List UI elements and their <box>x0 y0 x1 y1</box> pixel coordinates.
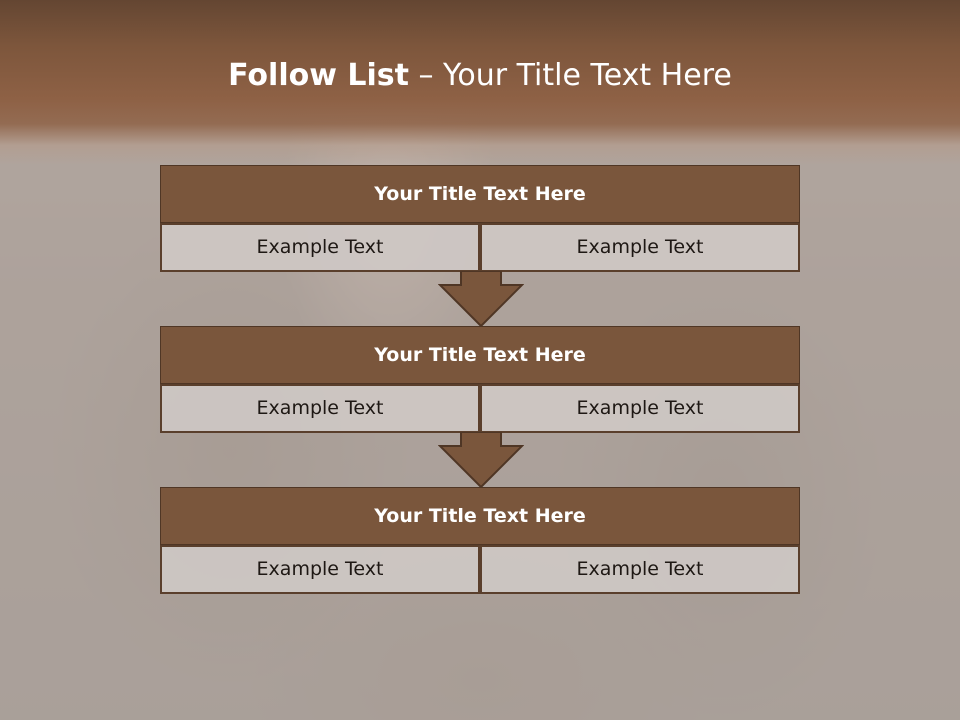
slide-title: Follow List – Your Title Text Here <box>0 50 960 102</box>
block-cell-right: Example Text <box>480 223 800 272</box>
block-cell-right: Example Text <box>480 384 800 433</box>
block-title: Your Title Text Here <box>160 487 800 545</box>
block-row: Example Text Example Text <box>160 545 802 594</box>
block-title: Your Title Text Here <box>160 326 800 384</box>
block-row: Example Text Example Text <box>160 384 802 433</box>
block-cell-left: Example Text <box>160 223 480 272</box>
down-arrow-icon <box>438 271 524 327</box>
block-title: Your Title Text Here <box>160 165 800 223</box>
slide-title-rest: – Your Title Text Here <box>408 58 732 93</box>
down-arrow-icon <box>438 432 524 488</box>
header-band <box>0 0 960 165</box>
block-cell-left: Example Text <box>160 545 480 594</box>
block-cell-left: Example Text <box>160 384 480 433</box>
block-row: Example Text Example Text <box>160 223 802 272</box>
block-cell-right: Example Text <box>480 545 800 594</box>
slide-title-bold: Follow List <box>228 58 409 93</box>
